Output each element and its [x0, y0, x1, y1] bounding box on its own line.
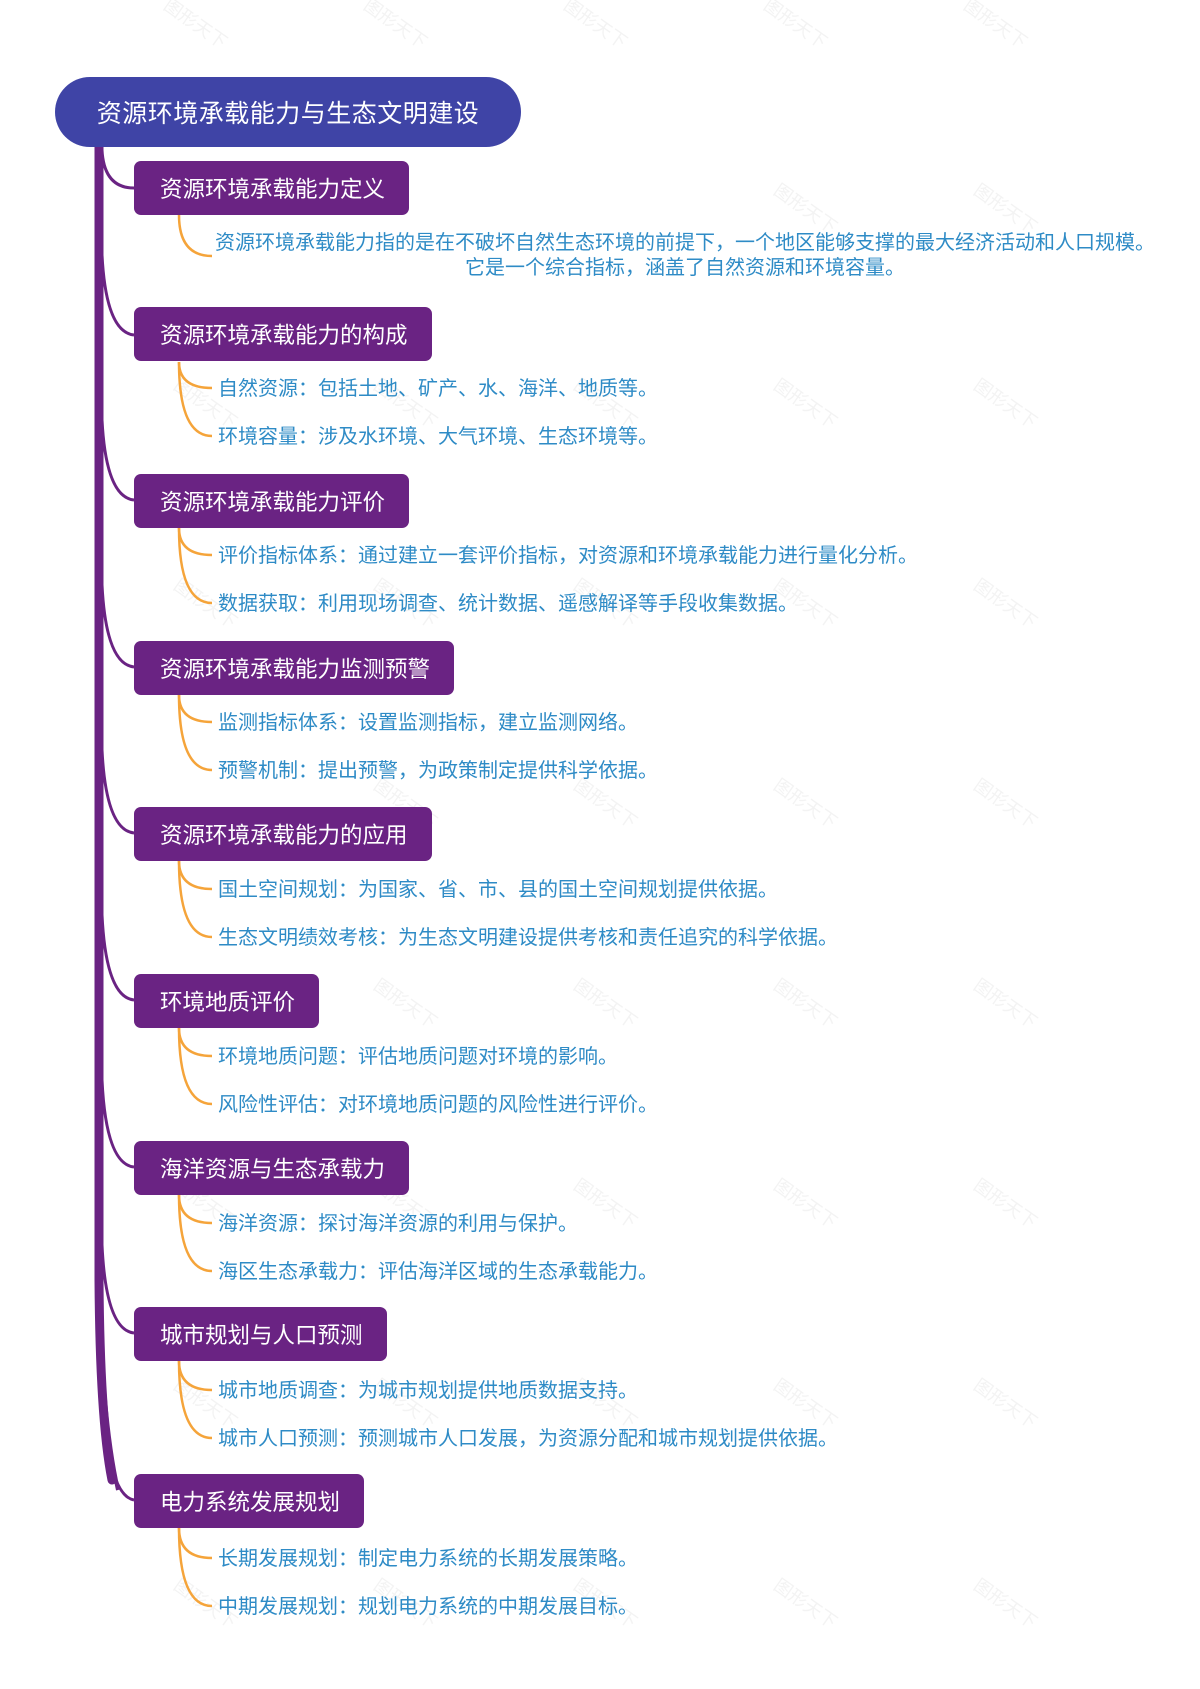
leaf-topic[interactable]: 城市地质调查：为城市规划提供地质数据支持。: [218, 1378, 638, 1402]
leaf-topic[interactable]: 风险性评估：对环境地质问题的风险性进行评价。: [218, 1092, 658, 1116]
leaf-topic[interactable]: 海洋资源：探讨海洋资源的利用与保护。: [218, 1211, 578, 1235]
leaf-topic[interactable]: 城市人口预测：预测城市人口发展，为资源分配和城市规划提供依据。: [218, 1426, 838, 1450]
branch-topic-monitoring[interactable]: 资源环境承载能力监测预警: [134, 641, 455, 695]
watermark: 图形天下: [769, 974, 841, 1034]
leaf-topic[interactable]: 环境容量：涉及水环境、大气环境、生态环境等。: [218, 424, 658, 448]
watermark: 图形天下: [159, 0, 231, 54]
leaf-topic[interactable]: 数据获取：利用现场调查、统计数据、遥感解译等手段收集数据。: [218, 591, 798, 615]
watermark: 图形天下: [769, 1574, 841, 1634]
watermark: 图形天下: [769, 374, 841, 434]
branch-topic-urban-planning[interactable]: 城市规划与人口预测: [134, 1307, 387, 1361]
watermark: 图形天下: [969, 774, 1041, 834]
watermark: 图形天下: [969, 1374, 1041, 1434]
branch-topic-application[interactable]: 资源环境承载能力的应用: [134, 807, 432, 861]
watermark: 图形天下: [369, 974, 441, 1034]
branch-topic-evaluation[interactable]: 资源环境承载能力评价: [134, 474, 410, 528]
watermark: 图形天下: [969, 374, 1041, 434]
root-topic[interactable]: 资源环境承载能力与生态文明建设: [55, 77, 521, 147]
watermark: 图形天下: [559, 0, 631, 54]
watermark: 图形天下: [969, 1174, 1041, 1234]
leaf-topic[interactable]: 长期发展规划：制定电力系统的长期发展策略。: [218, 1546, 638, 1570]
branch-topic-marine-resources[interactable]: 海洋资源与生态承载力: [134, 1141, 410, 1195]
watermark: 图形天下: [569, 974, 641, 1034]
leaf-topic[interactable]: 国土空间规划：为国家、省、市、县的国土空间规划提供依据。: [218, 877, 778, 901]
leaf-topic[interactable]: 中期发展规划：规划电力系统的中期发展目标。: [218, 1594, 638, 1618]
watermark: 图形天下: [759, 0, 831, 54]
branch-topic-power-system[interactable]: 电力系统发展规划: [134, 1474, 365, 1528]
leaf-topic[interactable]: 评价指标体系：通过建立一套评价指标，对资源和环境承载能力进行量化分析。: [218, 543, 918, 567]
watermark: 图形天下: [969, 1574, 1041, 1634]
leaf-topic[interactable]: 生态文明绩效考核：为生态文明建设提供考核和责任追究的科学依据。: [218, 925, 838, 949]
leaf-topic[interactable]: 预警机制：提出预警，为政策制定提供科学依据。: [218, 758, 658, 782]
leaf-topic[interactable]: 环境地质问题：评估地质问题对环境的影响。: [218, 1044, 618, 1068]
branch-topic-environmental-geology[interactable]: 环境地质评价: [134, 974, 320, 1028]
watermark: 图形天下: [569, 1174, 641, 1234]
leaf-topic[interactable]: 自然资源：包括土地、矿产、水、海洋、地质等。: [218, 376, 658, 400]
leaf-topic[interactable]: 监测指标体系：设置监测指标，建立监测网络。: [218, 710, 638, 734]
leaf-topic[interactable]: 海区生态承载力：评估海洋区域的生态承载能力。: [218, 1259, 658, 1283]
watermark: 图形天下: [769, 774, 841, 834]
watermark: 图形天下: [969, 974, 1041, 1034]
branch-topic-definition[interactable]: 资源环境承载能力定义: [134, 161, 410, 215]
watermark: 图形天下: [769, 1174, 841, 1234]
branch-topic-composition[interactable]: 资源环境承载能力的构成: [134, 307, 432, 361]
watermark: 图形天下: [959, 0, 1031, 54]
watermark: 图形天下: [359, 0, 431, 54]
leaf-topic[interactable]: 资源环境承载能力指的是在不破坏自然生态环境的前提下，一个地区能够支撑的最大经济活…: [215, 230, 1155, 279]
watermark: 图形天下: [969, 574, 1041, 634]
